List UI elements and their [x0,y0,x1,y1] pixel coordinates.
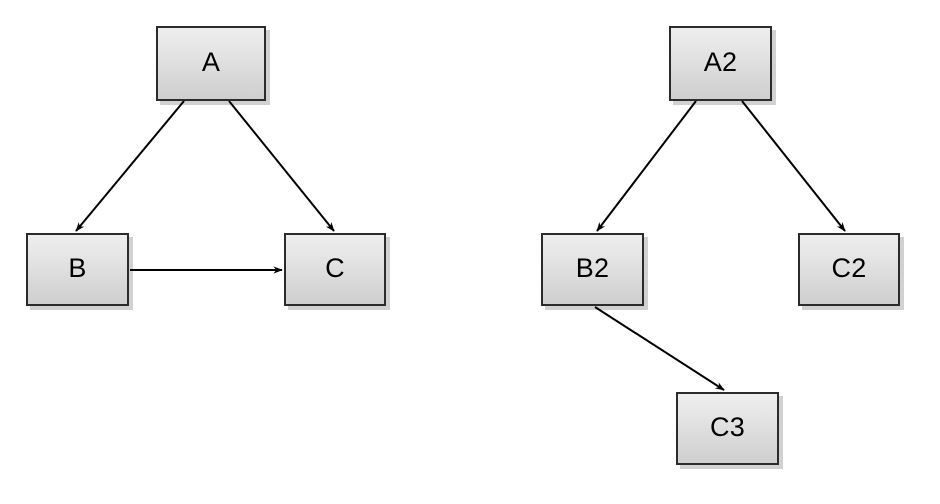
edge-a2-to-b2[interactable] [596,100,697,232]
node-c2[interactable]: C2 [798,233,900,306]
node-c3[interactable]: C3 [676,392,779,465]
node-label-b2: B2 [575,253,610,283]
node-b[interactable]: B [26,233,129,306]
edge-a-to-c[interactable] [228,100,335,232]
node-label-b: B [68,253,87,283]
node-label-c: C [325,253,345,283]
node-b2[interactable]: B2 [541,233,644,306]
node-label-a: A [201,47,221,77]
edge-b2-to-c3[interactable] [594,306,725,391]
node-a2[interactable]: A2 [669,26,772,101]
node-label-c2: C2 [831,253,867,283]
edge-a2-to-c2[interactable] [741,100,846,232]
node-label-a2: A2 [703,47,738,77]
node-c[interactable]: C [284,233,386,306]
node-label-c3: C3 [709,412,746,442]
node-a[interactable]: A [156,26,266,101]
edges-group [75,100,846,391]
edge-a-to-b[interactable] [75,100,185,232]
